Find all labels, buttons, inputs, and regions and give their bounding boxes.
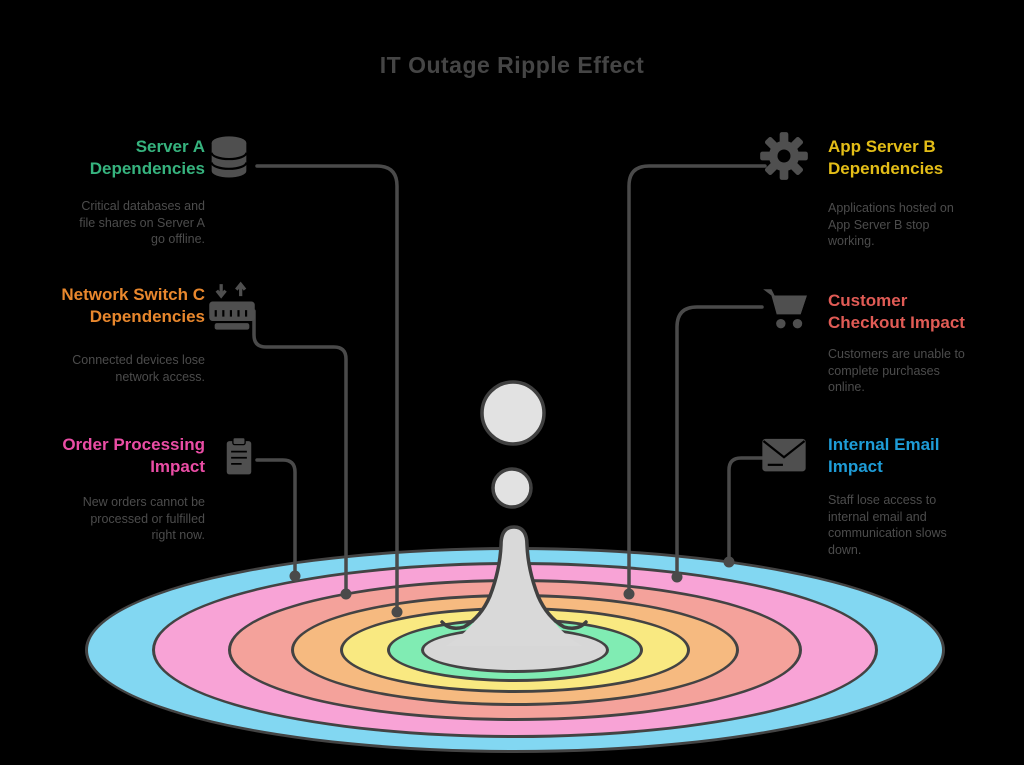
heading-line: Network Switch C [61,285,205,304]
ring-marker-app-server-b [623,588,635,600]
ring-marker-order-processing [289,570,301,582]
database-icon [203,130,255,186]
ring-marker-customer-checkout [671,571,683,583]
description-line: New orders cannot be [82,495,205,509]
description-line: network access. [115,369,205,384]
label-server-a-description: Critical databases and file shares on Se… [15,198,205,248]
connector-order-processing [255,458,297,578]
gear-icon [758,128,810,184]
label-app-server-b-heading: App Server B Dependencies [828,136,1024,180]
heading-line: Order Processing [62,435,205,454]
description-line: communication slows [828,526,947,540]
network-switch-icon [206,280,258,336]
description-line: working. [828,234,875,248]
description-line: App Server B stop [828,217,930,232]
description-line: internal email and [828,509,927,524]
droplet-small [491,467,533,509]
label-internal-email-heading: Internal Email Impact [828,434,1024,478]
heading-line: Customer [828,291,908,310]
label-app-server-b-description: Applications hosted on App Server B stop… [828,200,1024,250]
label-network-switch-heading: Network Switch C Dependencies [15,284,205,328]
cart-icon [760,282,810,334]
ring-marker-internal-email [723,556,735,568]
description-line: Applications hosted on [828,201,954,215]
heading-line: Dependencies [89,159,205,179]
description-line: Customers are unable to [828,347,965,361]
description-line: Connected devices lose [72,353,205,367]
connector-customer-checkout [675,305,764,579]
heading-line: Dependencies [89,307,205,327]
connector-internal-email [727,456,766,564]
ring-marker-network-switch [340,588,352,600]
connector-app-server-b [627,164,767,596]
description-line: complete purchases [828,363,940,378]
description-line: online. [828,380,865,394]
label-customer-checkout-heading: Customer Checkout Impact [828,290,1024,334]
clipboard-icon [218,428,260,484]
heading-line: App Server B [828,137,936,156]
splash-column-outline [440,525,588,630]
label-customer-checkout-description: Customers are unable to complete purchas… [828,346,1024,396]
envelope-icon [758,426,810,482]
splash-column-fill [446,527,582,646]
label-network-switch-description: Connected devices lose network access. [15,352,205,385]
heading-line: Impact [828,457,883,477]
heading-line: Checkout Impact [828,313,965,333]
diagram-title: IT Outage Ripple Effect [379,52,645,78]
description-line: down. [828,542,862,557]
label-order-processing-description: New orders cannot be processed or fulfil… [15,494,205,544]
heading-line: Impact [150,457,205,477]
label-order-processing-heading: Order Processing Impact [15,434,205,478]
connector-server-a [255,164,399,614]
label-internal-email-description: Staff lose access to internal email and … [828,492,1024,558]
heading-line: Dependencies [828,159,944,179]
description-line: go offline. [151,232,205,246]
heading-line: Server A [135,137,205,156]
label-server-a-heading: Server A Dependencies [15,136,205,180]
connector-network-switch [252,309,348,596]
description-line: Staff lose access to [828,493,937,507]
description-line: right now. [151,528,205,542]
description-line: Critical databases and [81,199,205,213]
description-line: file shares on Server A [79,215,205,230]
ring-marker-server-a [391,606,403,618]
description-line: processed or fulfilled [90,511,205,526]
heading-line: Internal Email [828,435,940,454]
droplet-large [480,380,546,446]
